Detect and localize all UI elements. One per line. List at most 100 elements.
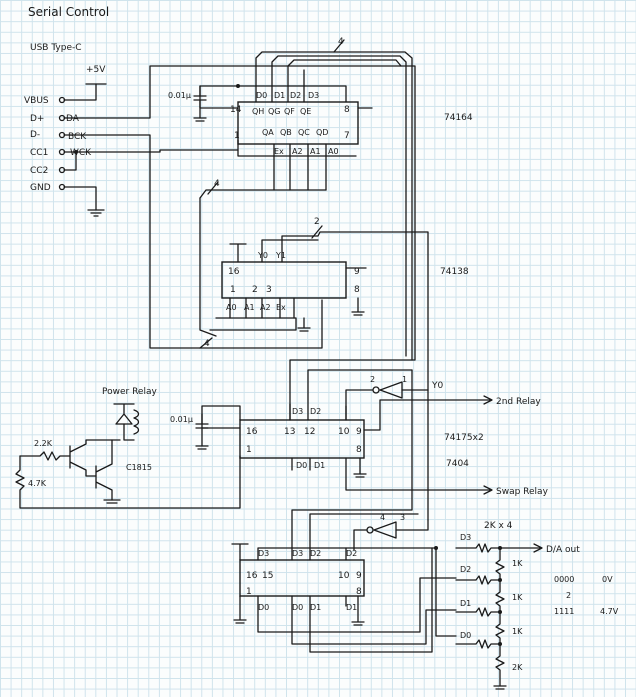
u1-pin-qh: QH xyxy=(252,107,264,116)
u1-out-d0: D0 xyxy=(256,91,267,100)
dac-tap-d1: D1 xyxy=(460,599,471,608)
u3-pin-8: 8 xyxy=(356,445,362,455)
dac-r2-label: 1K xyxy=(512,593,523,602)
u1-pin-7: 7 xyxy=(344,131,350,141)
u2-in-ex: Ex xyxy=(276,303,286,312)
u1-net-a0: A0 xyxy=(328,147,339,156)
u4-net-d3a: D3 xyxy=(258,549,269,558)
cc-tie-wire xyxy=(63,151,77,171)
u1-part: 74164 xyxy=(444,113,473,123)
arrow-2nd-relay xyxy=(483,395,493,405)
u4-pin-9: 9 xyxy=(356,571,362,581)
u4-d-in-wires xyxy=(291,369,419,561)
output-swap-relay: Swap Relay xyxy=(496,487,549,497)
u3-pin-13: 13 xyxy=(284,427,295,437)
u2-vcc-stub xyxy=(229,243,247,263)
u1-pin-qb: QB xyxy=(280,128,292,137)
addr-bus xyxy=(199,189,327,199)
arrow-swap-relay xyxy=(483,485,493,495)
u3-part: 74175x2 xyxy=(444,433,484,443)
u2-pin-2: 2 xyxy=(252,285,258,295)
u3-vcc-wire xyxy=(201,405,241,429)
inv1-out-wire xyxy=(345,389,374,421)
sheet-title: Serial Control xyxy=(28,5,109,19)
u4-pin-1: 1 xyxy=(246,587,252,597)
pin-vbus-label: VBUS xyxy=(24,96,49,106)
inv2-out-wire xyxy=(353,529,368,551)
u4-d2-loop xyxy=(309,547,433,653)
u2-pin-y1: Y1 xyxy=(275,251,286,260)
inverter-2: 4 3 xyxy=(366,513,405,539)
u2-pin-gnd xyxy=(297,317,311,332)
dac-out-arrow xyxy=(533,543,543,553)
u4-net-d1b: D1 xyxy=(346,603,357,612)
dac-r1-label: 1K xyxy=(512,559,523,568)
u1-net-ex: Ex xyxy=(274,147,284,156)
pin-dplus-label: D+ xyxy=(30,114,44,124)
dac-r4-label: 2K xyxy=(512,663,523,672)
cap-c2-gnd xyxy=(195,445,209,450)
u1-out-d1: D1 xyxy=(274,91,285,100)
u2-pin-3: 3 xyxy=(266,285,272,295)
y0-label: Y0 xyxy=(431,381,443,391)
relay-diode xyxy=(113,403,135,425)
bus-slash-u2 xyxy=(199,337,213,349)
u1-pin-qg: QG xyxy=(268,107,281,116)
u3-pin-10: 10 xyxy=(338,427,350,437)
u2-pin-16: 16 xyxy=(228,267,240,277)
inv1-pin-2: 2 xyxy=(370,375,375,384)
transistor-label: C1815 xyxy=(126,463,152,472)
u4-pin-8: 8 xyxy=(356,587,362,597)
resistor-4k7-label: 4.7K xyxy=(28,479,47,488)
net-bck-label: BCK xyxy=(68,132,87,142)
u4-vcc-stub xyxy=(231,543,249,561)
u2-pin-9: 9 xyxy=(354,267,360,277)
u3-pin-1: 1 xyxy=(246,445,252,455)
u3-pin8-gnd xyxy=(353,457,367,478)
dac-out-label: D/A out xyxy=(546,545,580,555)
inv2-pin-3: 3 xyxy=(400,513,405,522)
u4-pin8-gnd xyxy=(351,595,365,626)
dac-series-r1 xyxy=(495,547,505,581)
chip-u4: 16 15 10 9 1 8 D3 D3 D2 D2 D0 D0 D1 D1 xyxy=(239,549,365,612)
cap-c1-symbol xyxy=(193,85,207,119)
dac-series-r2 xyxy=(495,579,505,613)
u1-net-a1: A1 xyxy=(310,147,321,156)
chip-u3: 16 1 13 12 10 9 8 D3 D2 D0 D1 74175x2 74… xyxy=(239,407,484,470)
vcc-label: +5V xyxy=(86,65,106,75)
resistor-2k2-label: 2.2K xyxy=(34,439,53,448)
output-2nd-relay: 2nd Relay xyxy=(496,397,541,407)
dac-r-d3 xyxy=(455,543,501,553)
wck-wire xyxy=(75,149,239,153)
u3-net-d2: D2 xyxy=(310,407,321,416)
u3-pin-9: 9 xyxy=(356,427,362,437)
u4-net-d2a: D2 xyxy=(310,549,321,558)
cap-c1-label: 0.01μ xyxy=(168,91,191,100)
bus-slash-addr xyxy=(207,181,219,195)
dac-code-0: 0000 xyxy=(554,575,574,584)
u2-y-bus xyxy=(261,231,429,521)
dac-r-d0 xyxy=(455,639,501,649)
u1-pin-qe: QE xyxy=(300,107,311,116)
bus-count-top: 4 xyxy=(338,37,344,47)
u1-pin-1: 1 xyxy=(234,131,240,141)
power-relay xyxy=(113,403,140,441)
net-da-label: DA xyxy=(66,114,80,124)
bus-d-wire-1 xyxy=(271,55,407,357)
u2-pin8-gnd xyxy=(351,297,365,316)
u1-vcc-wire xyxy=(199,85,347,109)
u3-net-d3: D3 xyxy=(292,407,303,416)
cap-c2-symbol xyxy=(195,413,209,447)
cap-c1-gnd xyxy=(193,117,207,122)
u3-bottom-stubs xyxy=(291,457,311,471)
transistor-q2 xyxy=(95,439,113,501)
u2-in-a0: A0 xyxy=(226,303,237,312)
u4-net-d0b: D0 xyxy=(292,603,303,612)
u2-in-a2: A2 xyxy=(260,303,271,312)
u1-net-a2: A2 xyxy=(292,147,303,156)
dac-tap-d0: D0 xyxy=(460,631,471,640)
usb-connector: VBUS D+ D- CC1 CC2 GND xyxy=(24,96,66,193)
bus-slash-y xyxy=(311,225,323,239)
u3-2nd-relay-wire xyxy=(345,399,491,431)
